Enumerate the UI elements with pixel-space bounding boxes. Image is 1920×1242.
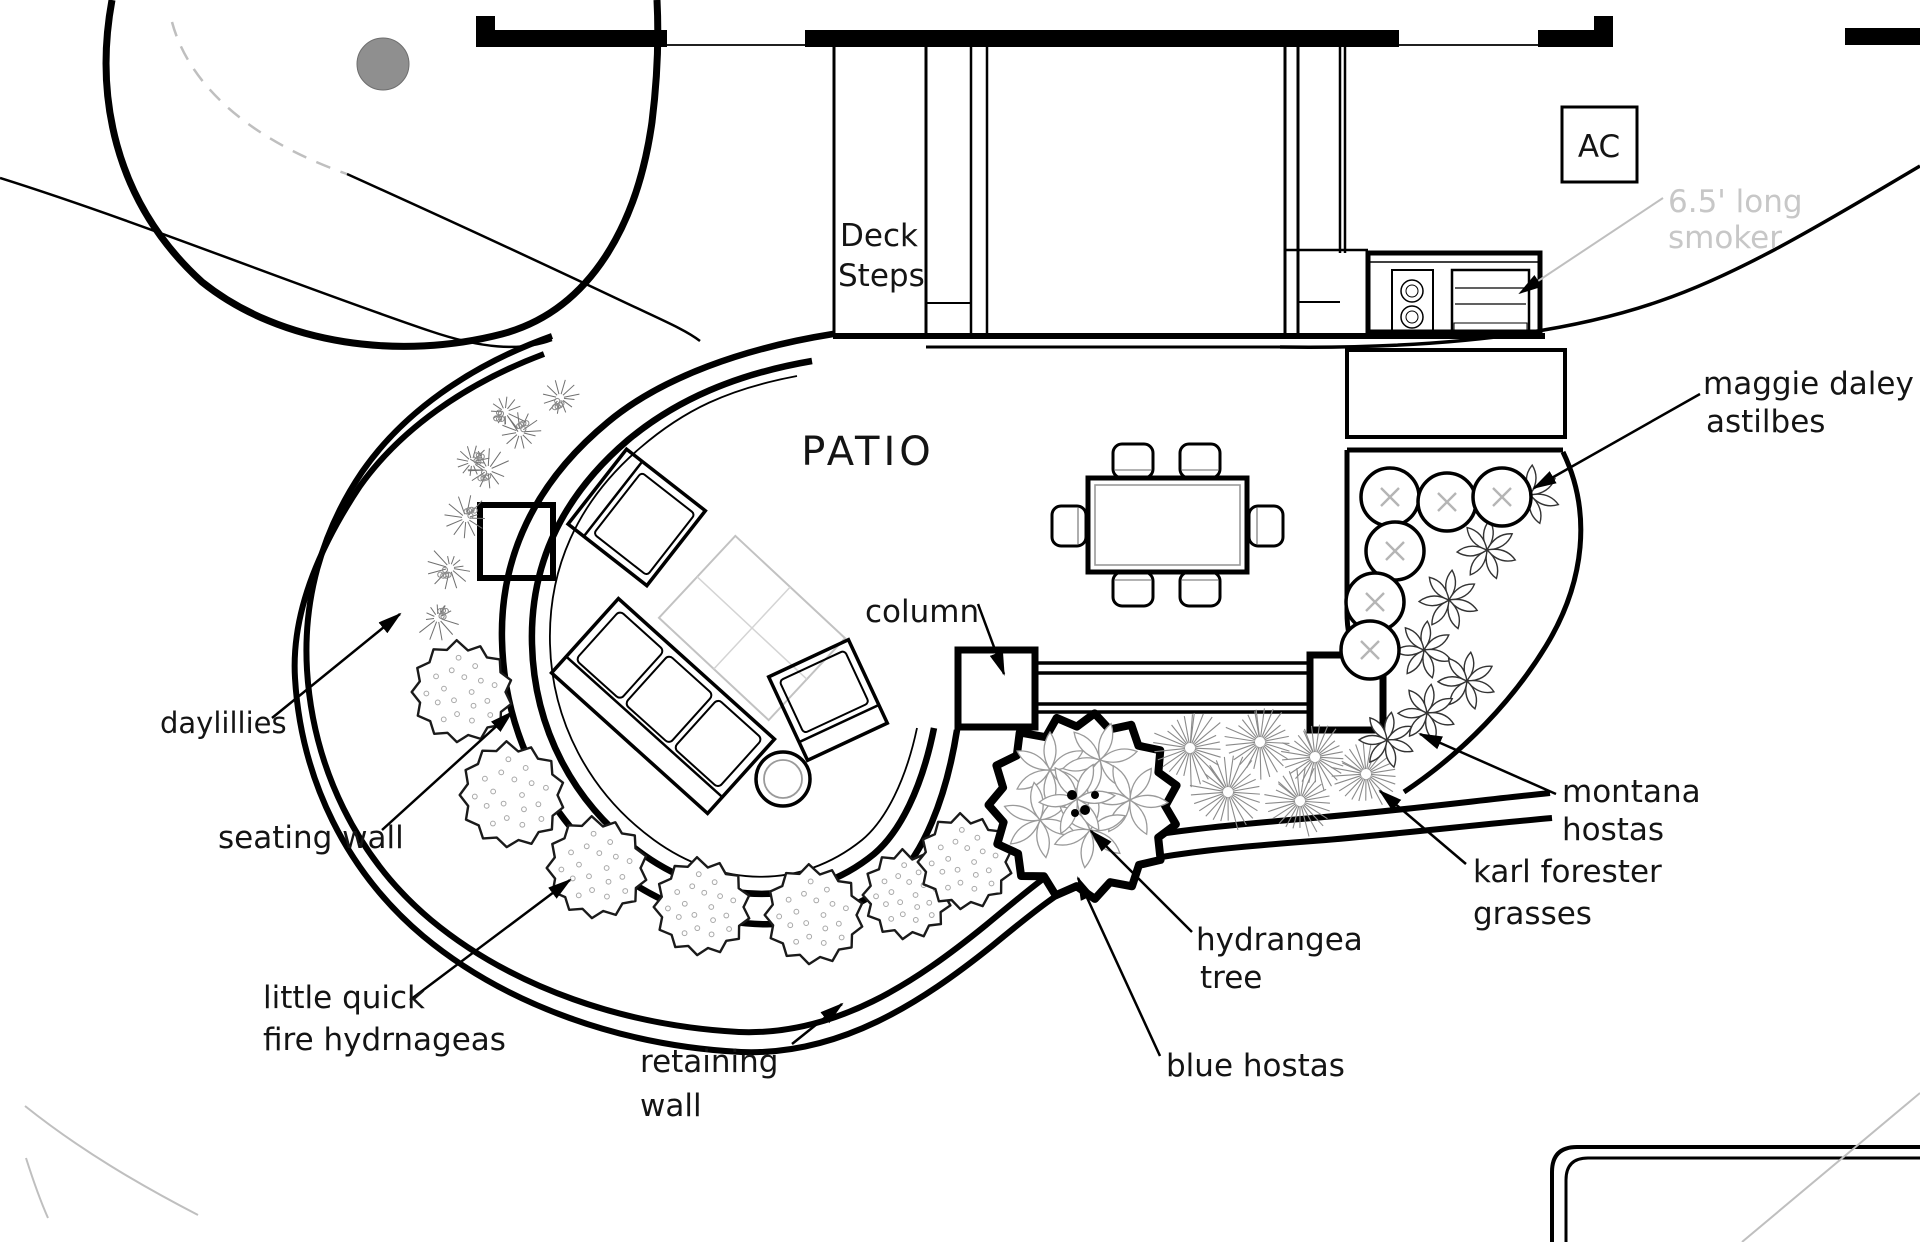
little-quick-leader xyxy=(409,878,572,1001)
dining-chair xyxy=(1050,504,1088,548)
montana-leader xyxy=(1418,732,1557,796)
hydrangea-label2: tree xyxy=(1200,960,1262,996)
blue-hostas-leader xyxy=(1076,876,1162,1057)
daylillies-label: daylillies xyxy=(160,706,287,740)
hydrangea-leader xyxy=(1089,829,1193,933)
smoker-label2: smoker xyxy=(1668,220,1782,256)
deck-steps-label: Deck xyxy=(840,218,918,254)
retaining-leader xyxy=(791,1002,844,1045)
grade-lines-bottom-left xyxy=(24,1105,199,1219)
montana-label2: hostas xyxy=(1562,812,1664,848)
sofa xyxy=(549,596,777,816)
montana-label: montana xyxy=(1562,774,1701,810)
little-quick-label2: fire hydrnageas xyxy=(263,1022,506,1058)
grade-line-left xyxy=(0,176,553,349)
daylily-bed xyxy=(419,379,580,641)
dining-chair xyxy=(1178,442,1222,480)
grade-line-to-patio xyxy=(346,172,701,342)
house-wall xyxy=(476,16,1920,47)
hydrangea-label: hydrangea xyxy=(1196,922,1363,958)
deck-framing xyxy=(1283,47,1368,335)
dining-chair xyxy=(1247,504,1285,548)
lower-patio-structure xyxy=(1550,1092,1920,1242)
rug xyxy=(657,534,847,722)
neighbor-wall-segment xyxy=(1845,28,1920,45)
karl-label: karl forester xyxy=(1473,854,1662,890)
karl-label2: grasses xyxy=(1473,896,1592,932)
dining-chair xyxy=(1111,442,1155,480)
dining-set xyxy=(1050,442,1285,608)
karl-leader xyxy=(1378,789,1467,865)
smoker-label: 6.5' long xyxy=(1668,184,1803,220)
grill-burners xyxy=(1391,269,1434,334)
property-curve-right xyxy=(1279,164,1920,349)
wall-pilaster xyxy=(477,502,556,581)
astilbe-circles xyxy=(1339,466,1533,681)
blue-hostas-label: blue hostas xyxy=(1166,1048,1345,1084)
patio-label: PATIO xyxy=(801,429,935,475)
maggie-leader xyxy=(1532,392,1701,490)
column-left xyxy=(954,646,1039,731)
daylillies-leader xyxy=(271,612,402,719)
retaining-wall xyxy=(291,333,1553,1056)
armchair-top xyxy=(565,446,708,589)
karl-forester-grasses xyxy=(1153,708,1396,837)
seating-wall-leader xyxy=(381,710,514,831)
existing-tree xyxy=(102,0,662,350)
fire-bowl-table xyxy=(754,750,812,808)
smoker-leader xyxy=(1518,197,1664,295)
tree-dripline-dashed xyxy=(170,21,348,176)
dining-chair xyxy=(1178,570,1222,608)
smoker-box xyxy=(1450,268,1531,335)
retaining-label2: wall xyxy=(640,1088,702,1124)
maggie-label: maggie daley xyxy=(1703,366,1914,402)
column-leader xyxy=(976,603,1006,676)
smoker-area xyxy=(1365,250,1543,335)
retaining-label: retaining xyxy=(640,1044,779,1080)
deck-steps-label2: Steps xyxy=(838,258,925,294)
ac-label: AC xyxy=(1578,129,1620,165)
planter-box xyxy=(1345,348,1567,439)
armchair-bottom xyxy=(766,637,890,763)
hydrangea-shrubs xyxy=(410,639,1013,966)
knee-wall xyxy=(1035,661,1310,714)
tree-trunk-dot xyxy=(356,37,410,91)
maggie-label2: astilbes xyxy=(1706,404,1825,440)
seating-wall-label: seating wall xyxy=(218,820,404,856)
hydrangea-tree xyxy=(984,709,1181,903)
dining-chair xyxy=(1111,570,1155,608)
little-quick-label: little quick xyxy=(263,980,425,1016)
ac-unit: AC xyxy=(1560,105,1639,184)
dining-table xyxy=(1085,475,1250,575)
column-label: column xyxy=(865,594,979,630)
deck-steps xyxy=(832,47,989,335)
